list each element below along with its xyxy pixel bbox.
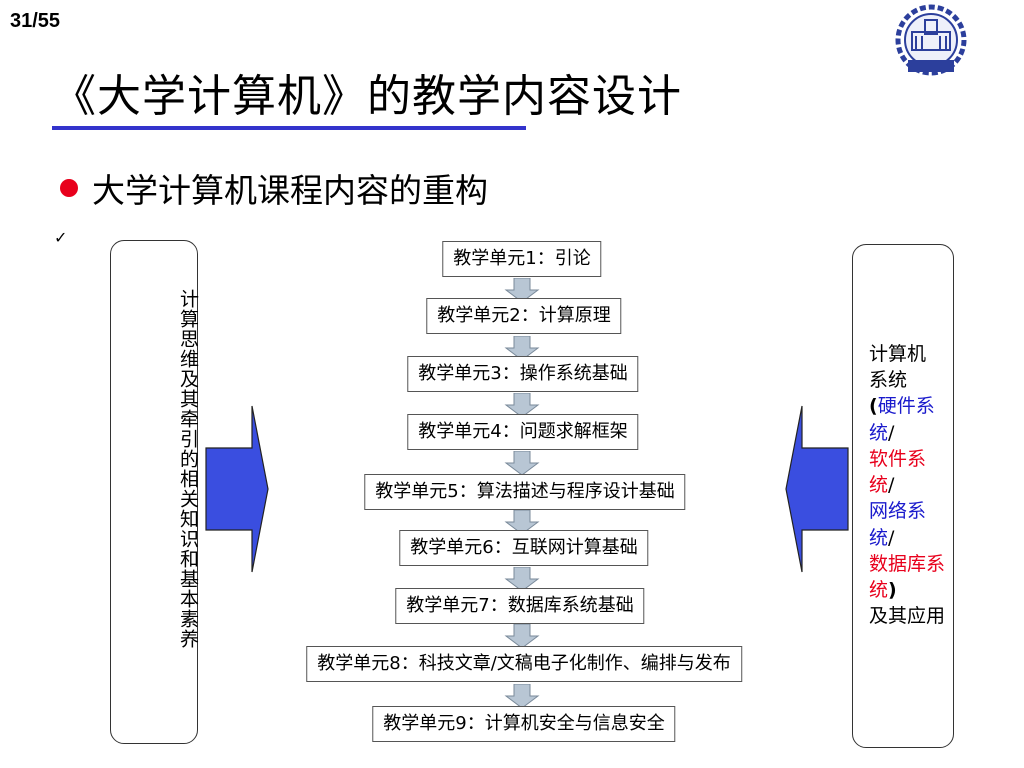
down-arrow-icon bbox=[504, 684, 540, 708]
university-emblem-icon bbox=[886, 4, 976, 80]
down-arrow-icon bbox=[504, 624, 540, 648]
right-pointing-arrow-icon bbox=[205, 405, 269, 573]
red-dot-icon bbox=[60, 179, 78, 197]
unit-box-2: 教学单元2：计算原理 bbox=[426, 298, 622, 334]
right-line-1: 计算机 bbox=[869, 343, 927, 365]
right-topic-text: 计算机 系统 (硬件系统/ 软件系统/ 网络系统/ 数据库系统) 及其应用 bbox=[869, 341, 945, 629]
title-underline bbox=[52, 126, 526, 130]
down-arrow-icon bbox=[504, 278, 540, 302]
checkmark-icon: ✓ bbox=[54, 228, 68, 247]
unit-box-7: 教学单元7：数据库系统基础 bbox=[395, 588, 645, 624]
unit-box-8: 教学单元8：科技文章/文稿电子化制作、编排与发布 bbox=[306, 646, 742, 682]
unit-box-6: 教学单元6：互联网计算基础 bbox=[399, 530, 649, 566]
software-system-text: 软件系统 bbox=[869, 447, 927, 497]
right-paren-close: ) bbox=[888, 578, 897, 601]
right-slash-3: / bbox=[888, 526, 895, 549]
bullet-item: 大学计算机课程内容的重构 bbox=[60, 164, 488, 212]
right-slash-1: / bbox=[888, 421, 895, 444]
down-arrow-icon bbox=[504, 510, 540, 534]
right-line-2: 系统 bbox=[869, 369, 908, 392]
unit-box-3: 教学单元3：操作系统基础 bbox=[407, 356, 639, 392]
unit-box-9: 教学单元9：计算机安全与信息安全 bbox=[372, 706, 676, 742]
slide-title: 《大学计算机》的教学内容设计 bbox=[52, 71, 682, 122]
left-pointing-arrow-icon bbox=[785, 405, 849, 573]
left-topic-text: 计算思维及其牵引的相关知识和基本素养 bbox=[177, 289, 199, 649]
left-topic-box: 计算思维及其牵引的相关知识和基本素养 bbox=[110, 240, 199, 744]
database-system-text: 数据库系统 bbox=[869, 552, 946, 601]
unit-box-5: 教学单元5：算法描述与程序设计基础 bbox=[364, 474, 686, 510]
down-arrow-icon bbox=[504, 567, 540, 591]
right-tail-text: 及其应用 bbox=[869, 605, 946, 628]
down-arrow-icon bbox=[504, 393, 540, 417]
hardware-system-text: 硬件系统 bbox=[869, 395, 935, 444]
unit-box-1: 教学单元1：引论 bbox=[442, 241, 602, 277]
right-topic-box: 计算机 系统 (硬件系统/ 软件系统/ 网络系统/ 数据库系统) 及其应用 bbox=[852, 244, 954, 748]
page-number: 31/55 bbox=[10, 10, 61, 32]
unit-box-4: 教学单元4：问题求解框架 bbox=[407, 414, 639, 450]
network-system-text: 网络系统 bbox=[869, 500, 927, 549]
right-paren-open: ( bbox=[869, 395, 878, 418]
down-arrow-icon bbox=[504, 336, 540, 360]
bullet-text: 大学计算机课程内容的重构 bbox=[92, 171, 488, 210]
down-arrow-icon bbox=[504, 451, 540, 475]
right-slash-2: / bbox=[888, 474, 895, 497]
